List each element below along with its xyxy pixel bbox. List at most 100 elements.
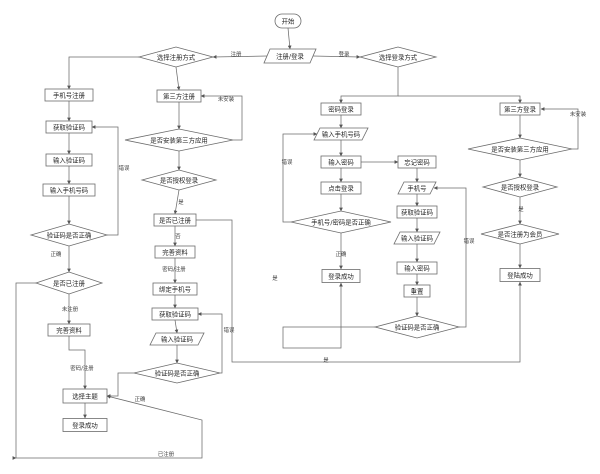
- edge-connector: [173, 189, 180, 215]
- node-reg-get-code: 获取验证码: [45, 120, 93, 134]
- node-login-third-member: 是否注册为会员: [480, 223, 560, 245]
- node-label: 获取验证码: [401, 207, 433, 216]
- node-login-third-installed: 是否安装第三方应用: [467, 137, 573, 161]
- node-choose-login: 选择登录方式: [358, 46, 438, 68]
- node-login-click: 点击登录: [320, 181, 362, 195]
- edge-label-fill-reg-profile: 密码/注册: [70, 364, 94, 372]
- node-reg-third-get-code: 获取验证码: [151, 307, 199, 321]
- node-forgot-input-code: 输入验证码: [393, 231, 441, 245]
- node-reg-login-success: 登录成功: [62, 418, 108, 432]
- node-register-or-login: 注册/登录: [263, 48, 317, 64]
- node-reg-phone: 手机号注册: [44, 88, 94, 102]
- node-label: 第三方注册: [163, 91, 196, 100]
- node-label: 完善资料: [56, 325, 82, 334]
- edge-connector: [398, 95, 522, 104]
- node-login-input-phone: 输入手机号码: [313, 127, 369, 141]
- edge-label-yes-third-registered: 是: [272, 275, 278, 282]
- edge-label-not-registered: 未注册: [62, 305, 79, 313]
- edge-label-correct-reg: 正确: [51, 250, 62, 258]
- edge-connector: [174, 319, 179, 334]
- edge-label-wrong-third: 错误: [224, 326, 235, 334]
- node-label: 获取验证码: [159, 309, 191, 318]
- node-label: 手机号: [407, 183, 426, 192]
- edges-layer: [15, 27, 579, 459]
- node-login-input-pwd: 输入密码: [320, 155, 362, 169]
- edge-label-wrong-login: 错误: [282, 158, 293, 166]
- edge-connector: [287, 27, 292, 50]
- edge-label-fill-register: 密码/注册: [162, 265, 186, 273]
- node-reg-third-code-ok: 验证码是否正确: [133, 362, 221, 384]
- node-label: 选择主题: [72, 391, 98, 400]
- node-reg-complete-profile: 完善资料: [47, 323, 91, 337]
- edge-label-yes-third-auth: 是: [178, 199, 184, 206]
- edge-label-not-installed-right: 未安装: [570, 110, 587, 118]
- node-reg-third-bind-phone: 绑定手机号: [152, 282, 198, 296]
- node-label: 注册/登录: [276, 51, 304, 60]
- node-label: 是否安装第三方应用: [150, 135, 208, 144]
- node-label: 开始: [282, 16, 295, 25]
- node-label: 手机号注册: [53, 90, 86, 99]
- node-login-third-auth: 是否授权登录: [481, 176, 559, 198]
- node-login-pwd-ok: 手机号/密码是否正确: [290, 210, 392, 234]
- node-label: 获取验证码: [53, 122, 85, 131]
- node-label: 重置: [411, 287, 424, 295]
- node-label: 手机号/密码是否正确: [311, 217, 371, 226]
- node-label: 验证码是否正确: [155, 368, 200, 377]
- node-reg-third-installed: 是否安装第三方应用: [124, 128, 234, 152]
- node-label: 点击登录: [328, 183, 354, 192]
- node-label: 绑定手机号: [159, 284, 191, 293]
- node-label: 密码登录: [328, 104, 354, 113]
- node-reg-choose-topic: 选择主题: [62, 388, 108, 404]
- edge-label-correct-third: 正确: [135, 395, 146, 403]
- node-reg-third: 第三方注册: [156, 89, 202, 103]
- node-login-third-success: 登陆成功: [499, 268, 541, 282]
- edge-label-wrong-reg: 错误: [119, 164, 130, 172]
- edge-connector: [282, 132, 318, 223]
- edge-label-already-registered: 已注册: [158, 450, 175, 458]
- node-label: 输入验证码: [53, 155, 85, 164]
- edge-connector: [212, 55, 268, 59]
- edge-connector: [15, 282, 203, 459]
- edge-connector: [106, 372, 134, 398]
- node-label: 登陆成功: [507, 270, 533, 279]
- edge-label-yes-login-auth: 是: [518, 206, 524, 213]
- node-reg-is-registered: 是否已注册: [34, 271, 104, 295]
- node-login-third: 第三方登录: [499, 102, 541, 116]
- node-reg-third-input-code: 输入验证码: [149, 332, 205, 346]
- node-label: 登录成功: [72, 420, 98, 429]
- edge-connector: [339, 67, 399, 104]
- node-label: 输入验证码: [161, 334, 193, 343]
- node-label: 验证码是否正确: [47, 230, 92, 239]
- edge-connector: [68, 336, 87, 390]
- node-reg-third-registered: 是否已注册: [153, 213, 197, 227]
- node-login-forgot: 忘记密码: [397, 155, 437, 169]
- edge-connector: [282, 282, 375, 349]
- edge-connector: [197, 312, 223, 374]
- node-login-success: 登录成功: [321, 269, 361, 283]
- node-label: 是否授权登录: [501, 182, 540, 191]
- edge-connector: [200, 94, 243, 141]
- edge-label-login: 登录: [339, 50, 350, 58]
- node-reg-code-ok: 验证码是否正确: [29, 223, 109, 247]
- edge-connector: [91, 125, 119, 236]
- node-label: 输入手机号码: [50, 185, 88, 194]
- node-label: 选择注册方式: [157, 52, 196, 61]
- node-label: 是否授权登录: [160, 175, 199, 184]
- edge-connector: [312, 55, 361, 59]
- edge-connector: [67, 56, 139, 90]
- node-reg-third-auth: 是否授权登录: [140, 169, 218, 191]
- edge-connector: [540, 107, 579, 150]
- node-label: 输入手机号码: [322, 129, 360, 138]
- node-label: 验证码是否正确: [395, 322, 440, 331]
- edge-label-yes-member: 是: [323, 357, 329, 364]
- node-forgot-phone: 手机号: [397, 181, 437, 195]
- node-forgot-reset: 重置: [403, 284, 431, 298]
- node-label: 登录成功: [328, 271, 354, 280]
- edge-labels-layer: 注册登录未安装未安装错误错误错误错误正确正确正确是否密码/注册未注册密码/注册已…: [51, 50, 587, 458]
- edge-label-no-third-registered: 否: [175, 233, 181, 240]
- edge-connector: [433, 186, 467, 328]
- node-start: 开始: [274, 13, 302, 29]
- node-label: 输入密码: [404, 263, 430, 272]
- edge-label-correct-login: 正确: [336, 250, 347, 258]
- node-label: 第三方登录: [504, 104, 537, 113]
